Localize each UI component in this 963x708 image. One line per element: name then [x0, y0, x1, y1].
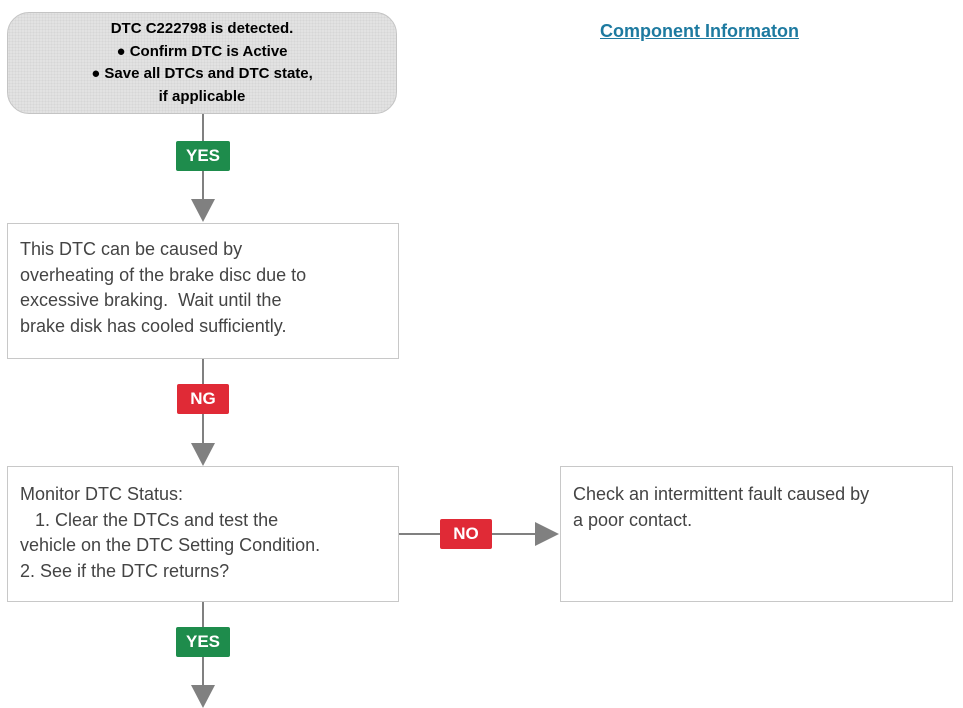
ng-badge: NG [177, 384, 229, 414]
start-line-3: ● Save all DTCs and DTC state, [91, 65, 313, 82]
arrowhead-bottom [191, 685, 215, 708]
step1-line-3: excessive braking. Wait until the [20, 290, 282, 310]
no-badge: NO [440, 519, 492, 549]
component-information-link[interactable]: Component Informaton [600, 21, 799, 41]
step2-line-3: vehicle on the DTC Setting Condition. [20, 535, 321, 555]
start-line-4: if applicable [158, 87, 246, 105]
arrowhead-step3 [535, 522, 559, 546]
step-box-monitor-dtc-status: Monitor DTC Status: 1. Clear the DTCs an… [7, 466, 399, 602]
step-box-brake-overheating: This DTC can be caused by overheating of… [7, 223, 399, 359]
arrowhead-step2 [191, 443, 215, 466]
start-node-dtc-detected: DTC C222798 is detected. ● Confirm DTC i… [7, 12, 397, 114]
start-line-1: DTC C222798 is detected. [110, 20, 294, 37]
start-line-2: ● Confirm DTC is Active [116, 42, 288, 60]
step1-line-4: brake disk has cooled sufficiently. [20, 315, 287, 336]
step2-line-4: 2. See if the DTC returns? [20, 560, 230, 581]
step1-line-2: overheating of the brake disc due to [20, 264, 307, 285]
yes-badge-bottom: YES [176, 627, 230, 657]
step3-line-2: a poor contact. [573, 509, 693, 530]
step2-line-1: Monitor DTC Status: [20, 484, 184, 504]
arrowhead-step1 [191, 199, 215, 222]
step-box-intermittent-fault: Check an intermittent fault caused by a … [560, 466, 953, 602]
step1-line-1: This DTC can be caused by [20, 239, 243, 259]
yes-badge-top: YES [176, 141, 230, 171]
step2-line-2: 1. Clear the DTCs and test the [20, 509, 279, 530]
step3-line-1: Check an intermittent fault caused by [573, 484, 870, 504]
